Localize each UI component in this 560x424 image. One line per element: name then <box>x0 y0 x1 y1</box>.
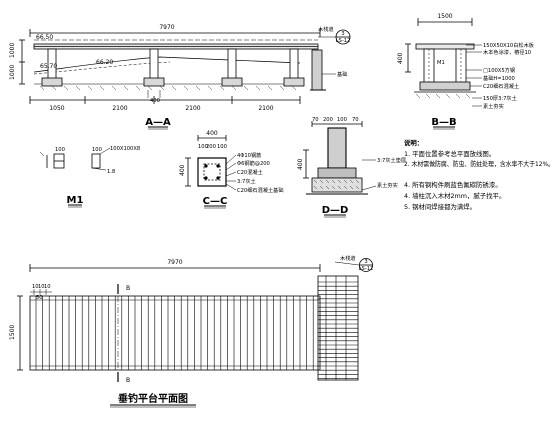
cc-label-1: 4Φ10钢筋 <box>237 151 261 159</box>
aa-small-dim: 400 <box>150 98 160 104</box>
plan-small-dim-2: 10 <box>38 284 45 290</box>
aa-span-3: 2100 <box>185 105 200 112</box>
m1-label-a: 100X100X8 <box>110 146 140 152</box>
cc-inner-dim-2: 200 <box>206 144 216 150</box>
plan-callout-ref: LS-12 <box>359 266 374 272</box>
note-2: 2. 木材需做防腐、防虫、防蛀处理，含水率不大于12%。 <box>404 159 554 168</box>
cc-title: C—C <box>203 196 228 207</box>
bb-note-2: 木本色涂漆，樁径10 <box>483 48 531 56</box>
bb-note-6: 150厚3:7灰土 <box>483 94 517 102</box>
cc-label-4: 3:7灰土 <box>237 177 256 185</box>
plan-section-mark-bottom: B <box>126 377 130 384</box>
boardwalk-boards <box>318 276 358 380</box>
dd-side-dim: 400 <box>297 158 304 170</box>
cc-inner-dim-1: 100 <box>198 144 208 150</box>
aa-title: A—A <box>145 117 171 128</box>
dd-top-dim-2: 200 <box>323 117 333 123</box>
aa-boardwalk-label: 木栈道 <box>318 25 334 33</box>
aa-callout-ref: LS-12 <box>336 38 351 44</box>
aa-span-4: 2100 <box>258 105 273 112</box>
m1-title: M1 <box>67 195 84 206</box>
aa-overall-length: 7970 <box>159 24 174 31</box>
note-4: 4. 墙柱沉入木材2mm，腻子找平。 <box>404 191 505 200</box>
dd-label-2: 素土夯实 <box>377 181 398 189</box>
plan-width: 1500 <box>9 325 16 340</box>
dd-title: D—D <box>322 205 349 216</box>
plan-title: 垂钓平台平面图 <box>118 392 188 405</box>
aa-elev-top: 66.50 <box>36 34 53 41</box>
bb-note-1: 150X50X10白松木板 <box>483 41 535 49</box>
section-cc <box>185 135 237 191</box>
bb-note-3: □100X5方钢 <box>483 66 515 74</box>
plan-overall-length: 7970 <box>167 259 182 266</box>
aa-span-2: 2100 <box>112 105 127 112</box>
section-aa <box>19 29 351 104</box>
aa-callout-num: 3 <box>341 31 344 37</box>
plan-section-mark-top: B <box>126 285 130 292</box>
dd-label-1: 3:7灰土垫层 <box>377 156 406 164</box>
bb-note-7: 素土夯实 <box>483 102 504 110</box>
note-1: 1. 平面位置参考总平面放线图。 <box>404 149 495 158</box>
bb-post-label: M1 <box>437 60 445 66</box>
m1-dim-2: 100 <box>55 147 65 153</box>
aa-left-dim-2: 1000 <box>9 65 16 80</box>
plan-small-dim-1: 10 <box>32 284 39 290</box>
aa-elev-mid: 65.70 <box>40 63 57 70</box>
plan-small-dim-3: 10 <box>44 284 51 290</box>
m1-dim-1: 100 <box>92 147 102 153</box>
note-5: 5. 钢材间焊接都为满焊。 <box>404 202 476 211</box>
aa-elev-ground: 66.20 <box>96 59 113 66</box>
m1-detail <box>39 147 111 171</box>
m1-label-b: 1.8 <box>107 169 115 175</box>
notes-heading: 说明： <box>404 138 423 147</box>
cc-label-3: C20混凝土 <box>237 168 263 176</box>
bb-width: 1500 <box>437 13 452 20</box>
dd-top-dim-3: 100 <box>337 117 347 123</box>
aa-left-dim-1: 1000 <box>9 43 16 58</box>
plan-view <box>17 258 373 382</box>
cc-width: 400 <box>206 130 218 137</box>
cc-inner-dim-3: 100 <box>217 144 227 150</box>
bb-height-dim: 400 <box>397 52 404 64</box>
note-3: 4. 所有钢构件刷蓝色氟碳防锈漆。 <box>404 180 502 189</box>
plan-small-dim-4: 50 <box>36 295 43 301</box>
bb-note-5: C20细石混凝土 <box>483 82 519 90</box>
plan-callout-num: 3 <box>364 259 367 265</box>
aa-bank-label: 基础 <box>337 70 347 78</box>
bb-title: B—B <box>431 117 456 128</box>
aa-span-1: 1050 <box>49 105 64 112</box>
section-dd <box>303 121 377 195</box>
cc-height-dim: 400 <box>179 164 186 176</box>
cc-label-5: C20细石混凝土基础 <box>237 186 284 194</box>
section-bb <box>405 18 482 107</box>
cc-label-2: Φ6钢筋@200 <box>237 159 270 167</box>
plan-planks <box>35 296 314 370</box>
bb-note-4: 基础H=1000 <box>483 74 515 82</box>
dd-top-dim-1: 70 <box>312 117 319 123</box>
dd-top-dim-4: 70 <box>352 117 359 123</box>
plan-boardwalk-label: 木栈道 <box>340 254 356 262</box>
